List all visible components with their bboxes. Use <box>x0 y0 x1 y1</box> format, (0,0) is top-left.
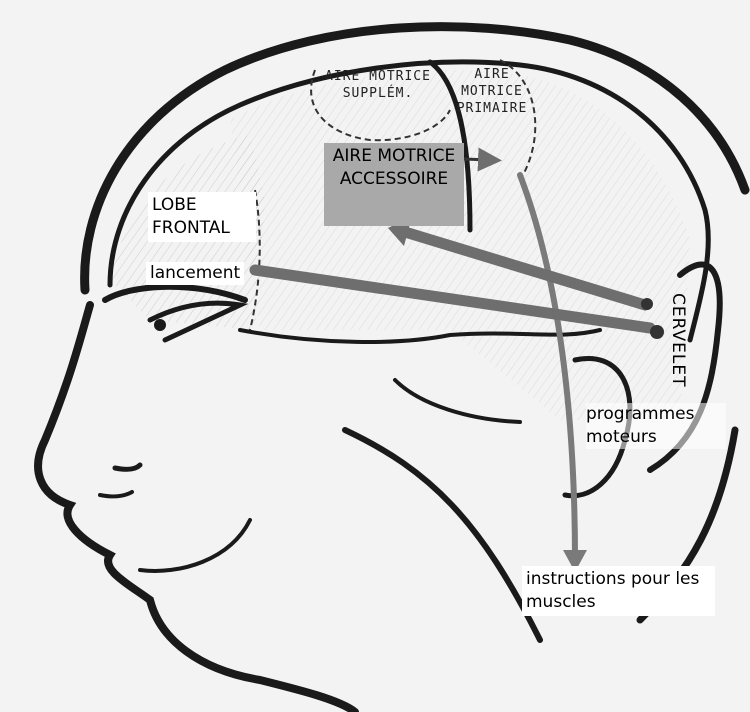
nostril <box>115 465 140 469</box>
cheek-line <box>140 520 250 571</box>
cervelet-node-1 <box>641 298 653 310</box>
label-lobe-frontal: LOBE FRONTAL <box>148 192 256 242</box>
jaw-line <box>345 430 540 640</box>
label-aire-motrice-accessoire: AIRE MOTRICE ACCESSOIRE <box>324 143 464 226</box>
temporal-lobe-line <box>395 380 520 422</box>
label-aire-motrice-supplem: AIRE MOTRICE SUPPLÉM. <box>318 68 438 102</box>
face-profile <box>38 305 355 712</box>
label-programmes-moteurs: programmes moteurs <box>586 403 726 449</box>
label-lancement: lancement <box>146 262 244 285</box>
label-instructions-muscles: instructions pour les muscles <box>522 566 715 616</box>
label-aire-motrice-primaire: AIRE MOTRICE PRIMAIRE <box>452 66 532 117</box>
cervelet-node-2 <box>650 325 664 339</box>
mouth <box>100 492 132 496</box>
label-cervelet: CERVELET <box>668 293 688 387</box>
eye-pupil <box>154 319 166 331</box>
